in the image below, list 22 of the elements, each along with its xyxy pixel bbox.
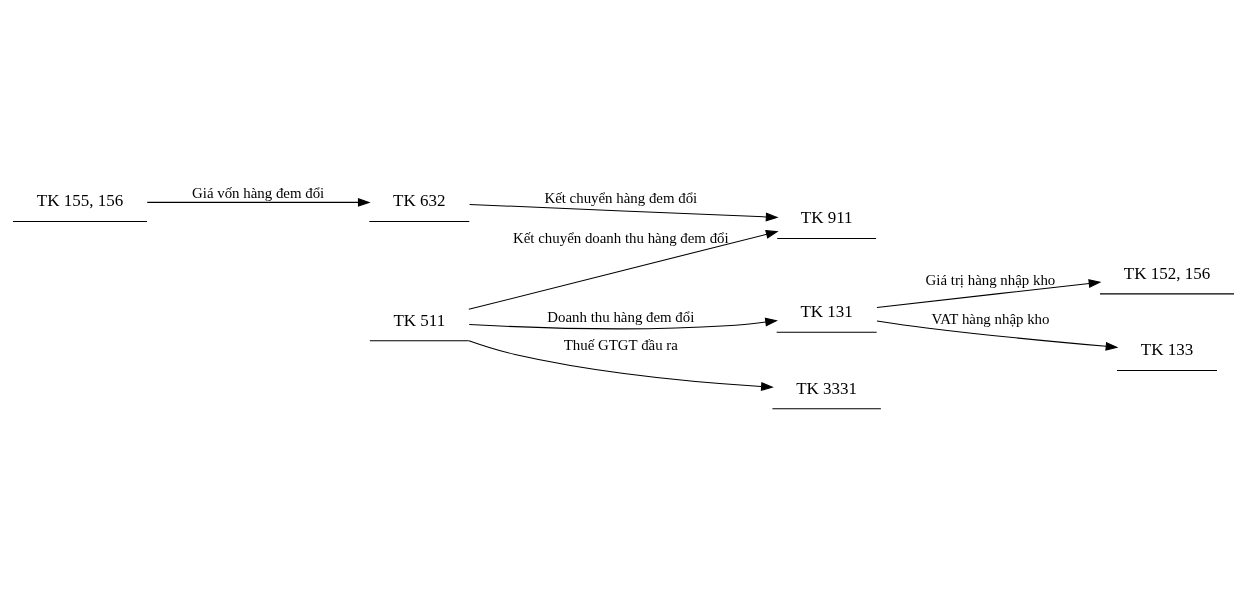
node-text: TK 131	[800, 302, 853, 322]
node-text: TK 3331	[796, 378, 858, 398]
node-text: TK 152, 156	[1123, 263, 1211, 283]
arrow	[468, 230, 779, 310]
edge-label: VAT hàng nhập kho	[931, 310, 1050, 327]
node-text: TK 155, 156	[36, 191, 124, 211]
node-text: TK 911	[800, 208, 853, 228]
edge-label: Thuế GTGT đầu ra	[563, 337, 678, 354]
node-text: TK 511	[393, 310, 446, 330]
arrow	[469, 203, 779, 222]
edge-label: Giá trị hàng nhập kho	[925, 271, 1056, 288]
edge-label: Giá vốn hàng đem đổi	[192, 185, 325, 202]
edge-label: Doanh thu hàng đem đổi	[547, 308, 695, 325]
edge-label: Kết chuyển hàng đem đổi	[544, 189, 698, 206]
arrow	[468, 340, 774, 391]
arrow	[468, 317, 778, 330]
arrow	[876, 279, 1102, 308]
node-text: TK 133	[1140, 340, 1194, 360]
node-text: TK 632	[393, 191, 446, 211]
edge-label: Kết chuyển doanh thu hàng đem đổi	[513, 230, 729, 247]
arrow	[146, 197, 371, 207]
arrow	[876, 320, 1119, 351]
